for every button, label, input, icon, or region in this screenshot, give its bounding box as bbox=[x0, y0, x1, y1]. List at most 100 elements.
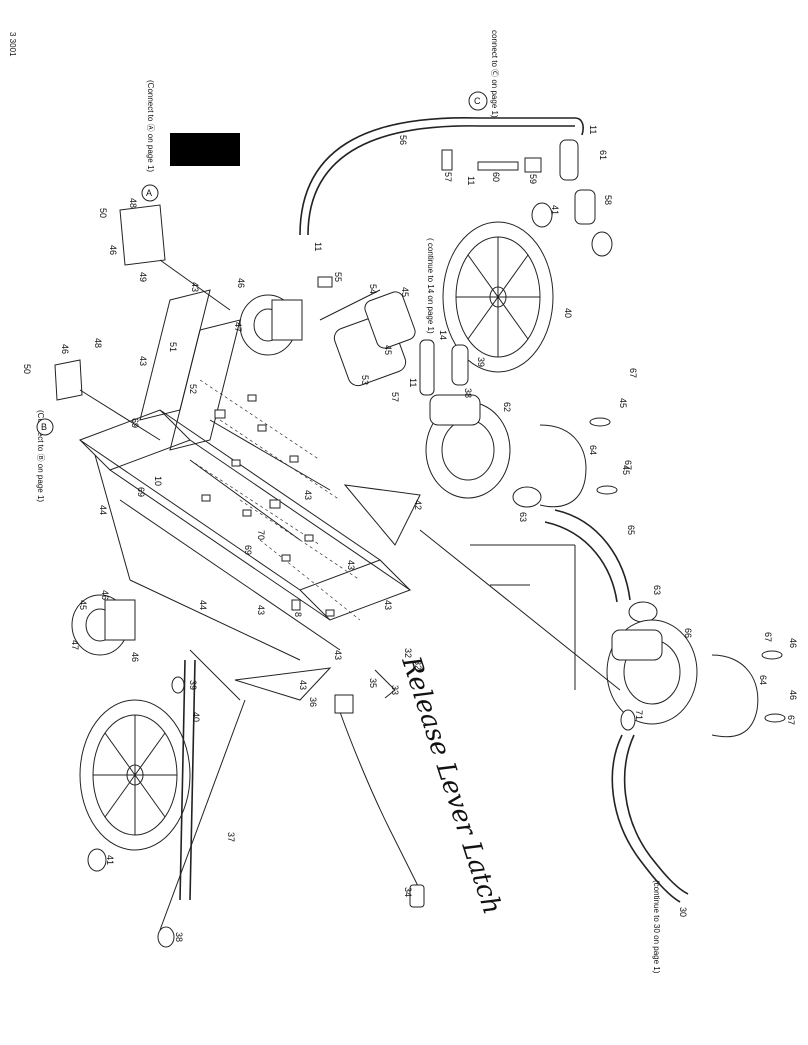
callout-43: 43 bbox=[346, 560, 356, 570]
callout-45: 45 bbox=[400, 287, 410, 297]
page-id: 3 3001 bbox=[8, 32, 17, 57]
callout-67: 67 bbox=[628, 368, 638, 378]
axle-spacer-39b bbox=[171, 676, 185, 694]
connector-c-circle: C bbox=[468, 91, 488, 111]
callout-63: 63 bbox=[518, 512, 528, 522]
connector-a-note: (Connect to Ⓐ on page 1) bbox=[146, 80, 155, 172]
wheel-lower-40 bbox=[79, 699, 191, 851]
redaction-block bbox=[170, 133, 240, 166]
axle-tube-14 bbox=[419, 339, 435, 396]
callout-52: 52 bbox=[188, 384, 198, 394]
callout-46: 46 bbox=[130, 652, 140, 662]
connector-c-letter: C bbox=[474, 96, 481, 106]
connector-c-note: connect to Ⓒ on page 1) bbox=[490, 30, 499, 118]
callout-43: 43 bbox=[256, 605, 266, 615]
release-latch-32 bbox=[374, 669, 396, 699]
callout-10: 10 bbox=[153, 476, 163, 486]
upper-rail-51 bbox=[139, 289, 211, 421]
callout-11: 11 bbox=[466, 176, 476, 185]
callout-47: 47 bbox=[233, 322, 243, 332]
pump-66 bbox=[606, 619, 698, 725]
flex-hose-65 bbox=[554, 509, 631, 601]
washer-67b bbox=[596, 485, 618, 495]
washer-67c bbox=[761, 650, 783, 660]
callout-37: 37 bbox=[226, 832, 236, 842]
hardware-bolts bbox=[201, 394, 335, 617]
callout-58: 58 bbox=[603, 195, 613, 205]
clamp-63b bbox=[628, 601, 658, 623]
corrugated-hose-30 bbox=[611, 734, 681, 903]
callout-30: 30 bbox=[678, 907, 688, 917]
connector-a-circle: A bbox=[141, 184, 159, 202]
callout-14: 14 bbox=[438, 330, 448, 340]
callout-50: 50 bbox=[98, 208, 108, 218]
callout-45: 45 bbox=[618, 398, 628, 408]
callout-60: 60 bbox=[491, 172, 501, 182]
callout-40: 40 bbox=[563, 308, 573, 318]
callout-44: 44 bbox=[98, 505, 108, 515]
callout-labels: 11 61 58 56 57 11 60 59 41 40 11 55 54 4… bbox=[22, 125, 798, 942]
callout-53: 53 bbox=[360, 375, 370, 385]
wheel-cap-41a bbox=[531, 202, 553, 228]
fitting-55 bbox=[317, 276, 333, 288]
tubing-group-57-60 bbox=[441, 139, 613, 257]
axle-cap-38 bbox=[157, 926, 175, 948]
gusset-36 bbox=[234, 667, 332, 701]
callout-46: 46 bbox=[108, 245, 118, 255]
handwritten-note: Release Lever Latch bbox=[395, 652, 507, 918]
callout-69: 69 bbox=[130, 418, 140, 428]
callout-64: 64 bbox=[588, 445, 598, 455]
callout-62: 62 bbox=[502, 402, 512, 412]
callout-56: 56 bbox=[398, 135, 408, 145]
callout-38: 38 bbox=[174, 932, 184, 942]
callout-67: 67 bbox=[763, 632, 773, 642]
callout-32: 32 bbox=[403, 648, 413, 658]
callout-69: 69 bbox=[136, 487, 146, 497]
callout-11: 11 bbox=[313, 242, 323, 251]
bracket-64a bbox=[539, 424, 587, 508]
callout-64: 64 bbox=[758, 675, 768, 685]
callout-43: 43 bbox=[383, 600, 393, 610]
callout-44: 44 bbox=[198, 600, 208, 610]
callout-46: 46 bbox=[100, 590, 110, 600]
connector-b-letter: B bbox=[41, 422, 47, 432]
axle-spacer-39a bbox=[451, 344, 469, 386]
connector-a-letter: A bbox=[146, 188, 152, 198]
washer-67d bbox=[764, 713, 786, 723]
callout-65: 65 bbox=[626, 525, 636, 535]
callout-57: 57 bbox=[390, 392, 400, 402]
callout-38: 38 bbox=[463, 388, 473, 398]
callout-54: 54 bbox=[368, 284, 378, 294]
callout-70: 70 bbox=[256, 530, 266, 540]
power-cord-34 bbox=[339, 711, 421, 891]
route-line-1 bbox=[419, 529, 621, 691]
fitting-71 bbox=[620, 709, 636, 731]
cord-grip-35 bbox=[334, 694, 354, 714]
washer-67a bbox=[589, 417, 611, 427]
callout-51: 51 bbox=[168, 342, 178, 352]
callout-11: 11 bbox=[408, 378, 418, 387]
wheel-upper-40 bbox=[442, 221, 554, 373]
gusset-42 bbox=[343, 484, 421, 546]
callout-46: 46 bbox=[60, 344, 70, 354]
callout-41: 41 bbox=[105, 855, 115, 865]
continue-30-note: (continue to 30 on page 1) bbox=[652, 880, 661, 974]
callout-43: 43 bbox=[298, 680, 308, 690]
mount-plate-a bbox=[119, 204, 166, 266]
callout-39: 39 bbox=[188, 680, 198, 690]
callout-63: 63 bbox=[652, 585, 662, 595]
callout-67: 67 bbox=[786, 715, 796, 725]
callout-67: 67 bbox=[623, 460, 633, 470]
bracket-64b bbox=[711, 654, 759, 738]
main-frame bbox=[78, 409, 412, 661]
caster-upper bbox=[239, 294, 303, 356]
callout-46: 46 bbox=[236, 278, 246, 288]
callout-50: 50 bbox=[22, 364, 32, 374]
callout-57: 57 bbox=[443, 172, 453, 182]
connector-b-circle: B bbox=[36, 418, 54, 436]
callout-11: 11 bbox=[588, 125, 598, 134]
callout-61: 61 bbox=[598, 150, 608, 160]
hardware-dash-lines bbox=[189, 379, 361, 621]
callout-49: 49 bbox=[138, 272, 148, 282]
